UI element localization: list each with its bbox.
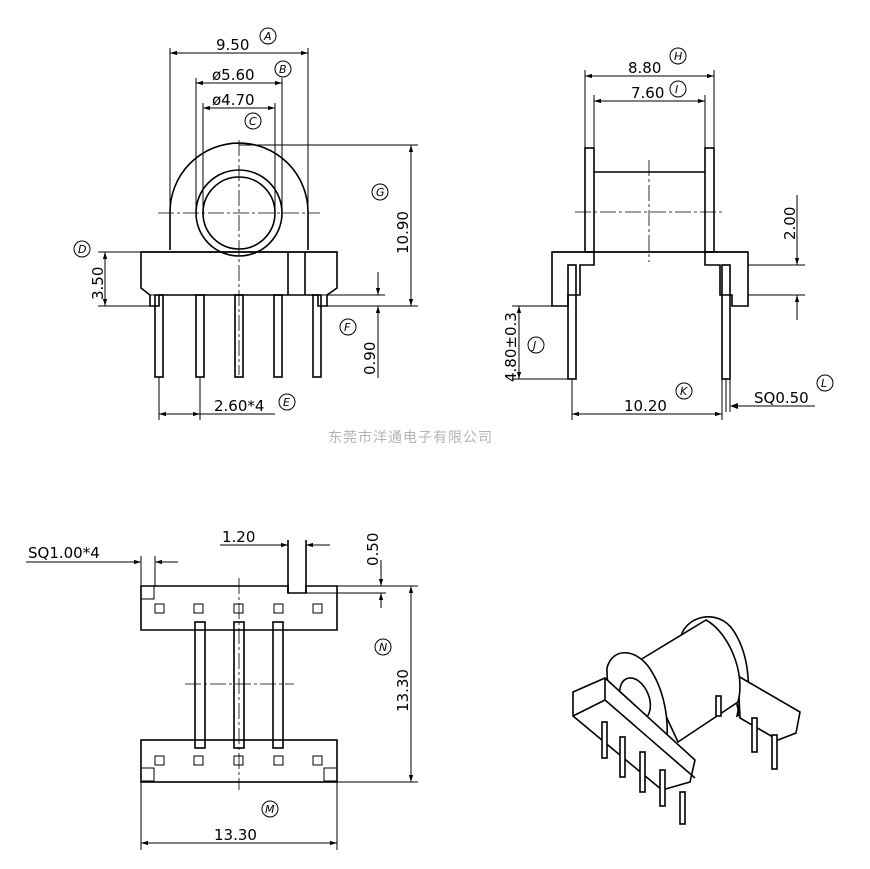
dim-m-label: 13.30 [214,826,257,844]
dim-l-label: SQ0.50 [754,389,809,407]
dim-a-label: 9.50 [216,36,249,54]
company-watermark: 东莞市洋通电子有限公司 [328,429,493,446]
front-view: 9.50 ø5.60 ø4.70 10.90 3.50 0.90 2.60*4 [89,36,418,420]
dim-n-label: 13.30 [394,669,412,712]
side-left-flange [584,147,595,253]
bottom-pin-squares-bottom [140,755,338,782]
callout-a: A [263,30,272,43]
front-pins [154,294,322,378]
dim-b-label: ø5.60 [212,66,255,84]
dim-pin-sq-label: SQ1.00*4 [28,544,100,562]
dim-k-label: 10.20 [624,397,667,415]
dim-d-label: 3.50 [89,267,107,300]
callout-g: G [376,186,385,199]
side-right-flange [704,147,715,253]
callout-i: I [675,83,678,96]
dim-g-label: 10.90 [394,211,412,254]
callout-l: L [821,377,827,390]
dim-c-label: ø4.70 [212,91,255,109]
side-pin-left [567,264,577,380]
callouts: A B C D E F G H I J K L M N [73,27,834,818]
callout-h: H [674,50,682,63]
callout-d: D [78,243,86,256]
dim-f-label: 0.90 [361,342,379,375]
dim-slot-d-label: 0.50 [364,533,382,566]
callout-j: J [531,339,536,352]
dim-e-label: 2.60*4 [214,397,264,415]
dim-slot-w-label: 1.20 [222,528,255,546]
bottom-view: SQ1.00*4 1.20 0.50 13.30 13.30 [26,528,418,850]
callout-e: E [283,396,290,409]
dim-i-label: 7.60 [631,84,664,102]
bottom-pin-squares-top [140,585,323,614]
isometric-view [572,616,801,825]
dim-core-h-label: 2.00 [781,207,799,240]
dim-j-label: 4.80±0.3 [502,312,520,382]
iso-pins [601,695,778,825]
callout-b: B [279,63,287,76]
callout-m: M [265,803,275,816]
callout-n: N [379,641,387,654]
callout-k: K [680,385,688,398]
side-view: 8.80 7.60 2.00 4.80±0.3 10.20 SQ0.50 [502,59,815,420]
side-pin-right [721,264,731,380]
side-base-right [704,251,749,307]
callout-c: C [249,115,257,128]
side-base-left [551,251,595,307]
dim-h-label: 8.80 [628,59,661,77]
callout-f: F [344,321,351,334]
